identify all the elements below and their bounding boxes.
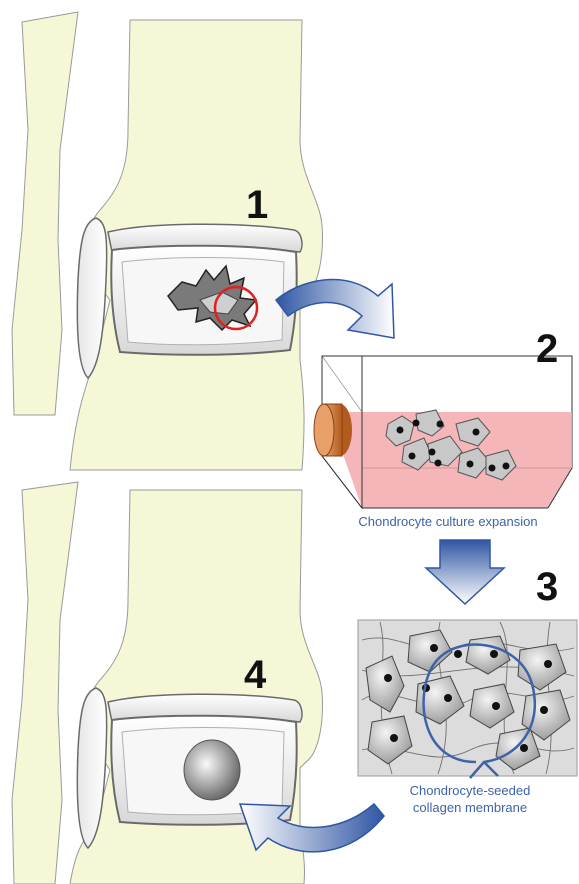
- step-1-number: 1: [246, 183, 268, 227]
- ankle-before: 1: [12, 12, 322, 470]
- arrow-culture-to-membrane: [426, 540, 504, 604]
- culture-caption: Chondrocyte culture expansion: [358, 514, 537, 529]
- fibula-bone-after: [12, 482, 78, 884]
- implanted-graft: [184, 740, 240, 800]
- step-3-number: 3: [536, 565, 558, 609]
- culture-flask: 2: [314, 327, 572, 508]
- arrow-membrane-to-implant: [240, 804, 384, 852]
- step-2-number: 2: [536, 327, 558, 371]
- step-4-number: 4: [244, 653, 267, 697]
- membrane-caption-line1: Chondrocyte-seeded: [410, 783, 531, 798]
- membrane-caption-line2: collagen membrane: [413, 800, 527, 815]
- fibula-bone: [12, 12, 78, 415]
